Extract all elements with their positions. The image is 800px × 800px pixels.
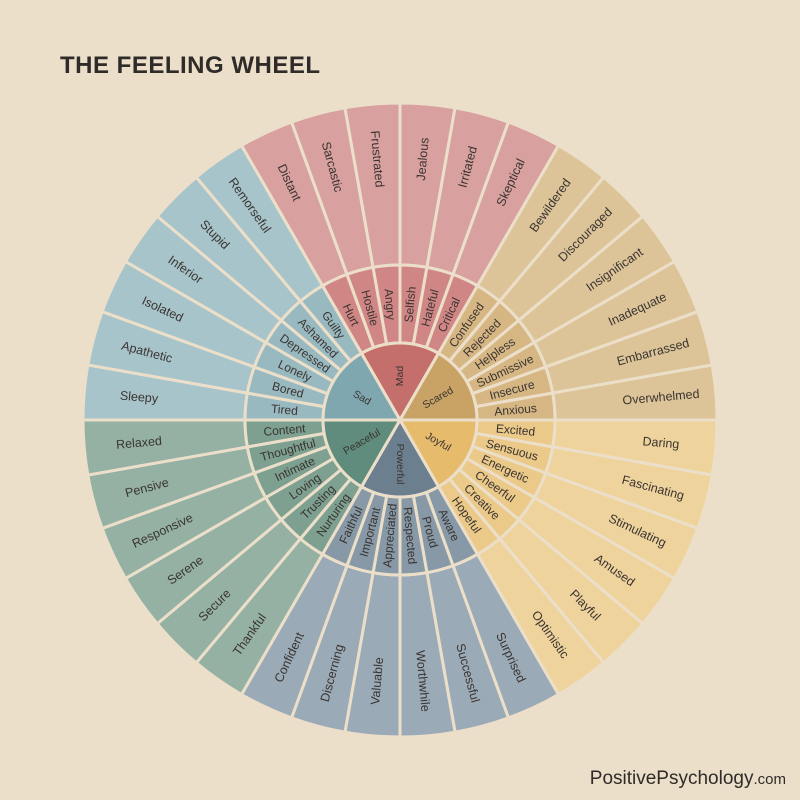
core-segment-joyful — [397, 418, 479, 489]
middle-label-appreciated: Appreciated — [380, 503, 400, 568]
core-segment-powerful — [359, 416, 441, 499]
outer-label-sleepy: Sleepy — [119, 389, 159, 406]
middle-label-excited: Excited — [495, 421, 535, 438]
core-label-mad: Mad — [394, 366, 406, 387]
outer-label-frustrated: Frustrated — [368, 130, 387, 188]
middle-label-respected: Respected — [401, 506, 420, 564]
middle-label-content: Content — [263, 421, 307, 439]
page-title: THE FEELING WHEEL — [60, 52, 321, 79]
outer-label-jealous: Jealous — [414, 137, 432, 181]
middle-label-anxious: Anxious — [494, 401, 538, 419]
credit-tld: .com — [753, 771, 786, 788]
middle-label-tired: Tired — [270, 402, 298, 418]
middle-label-selfish: Selfish — [402, 286, 419, 323]
credit-name: PositivePsychology — [589, 768, 754, 789]
core-segment-scared — [397, 351, 479, 422]
source-credit: PositivePsychology.com — [590, 768, 786, 790]
outer-label-worthwhile: Worthwhile — [413, 650, 432, 713]
outer-label-daring: Daring — [642, 434, 680, 451]
outer-label-relaxed: Relaxed — [116, 434, 163, 452]
core-segment-mad — [359, 341, 441, 424]
outer-label-valuable: Valuable — [368, 657, 386, 706]
middle-label-angry: Angry — [382, 288, 399, 320]
core-label-powerful: Powerful — [394, 444, 406, 485]
core-segment-sad — [321, 351, 403, 422]
outer-label-overwhelmed: Overwhelmed — [622, 387, 700, 408]
core-segment-peaceful — [321, 418, 403, 489]
